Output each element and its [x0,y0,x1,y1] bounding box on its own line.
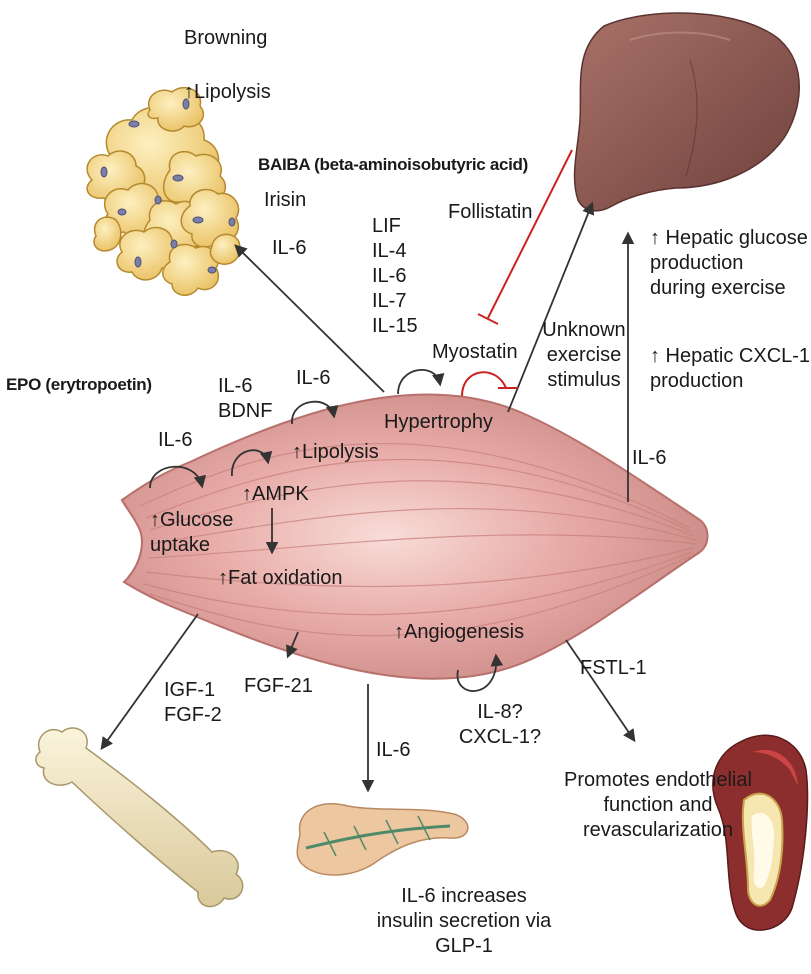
adipose-tissue-illustration [87,88,240,296]
label-follistatin: Follistatin [448,200,532,225]
curved-arrow-cytokines-hypertrophy [398,370,440,394]
pancreas-illustration [297,804,468,875]
label-hepatic-glucose: ↑ Hepatic glucose production during exer… [650,226,808,301]
label-fstl1: FSTL-1 [580,656,647,681]
label-ampk: ↑AMPK [242,482,309,507]
bone-illustration [36,728,243,907]
label-endothelial-function: Promotes endothelial function and revasc… [554,768,762,843]
label-glucose-uptake: ↑Glucose uptake [150,508,233,558]
label-cytokines: LIF IL-4 IL-6 IL-7 IL-15 [372,214,418,339]
follistatin-inhibit-bar [478,314,498,324]
label-il6-adipose: IL-6 [272,236,306,261]
label-epo: EPO (erytropoetin) [6,374,152,395]
label-il6-pancreas: IL-6 [376,738,410,763]
label-fat-oxidation: ↑Fat oxidation [218,566,343,591]
label-fgf21: FGF-21 [244,674,313,699]
label-myostatin: Myostatin [432,340,518,365]
label-il6-lipolysis: IL-6 [296,366,330,391]
label-il6-glucose: IL-6 [158,428,192,453]
label-angiogenesis: ↑Angiogenesis [394,620,524,645]
label-hepatic-cxcl1: ↑ Hepatic CXCL-1 production [650,344,810,394]
label-igf1-fgf2: IGF-1 FGF-2 [164,678,222,728]
liver-illustration [575,13,800,211]
label-baiba: BAIBA (beta-aminoisobutyric acid) [258,154,528,175]
label-unknown-exercise-stimulus: Unknown exercise stimulus [528,318,640,393]
label-insulin-secretion: IL-6 increases insulin secretion via GLP… [370,884,558,959]
label-irisin: Irisin [264,188,306,213]
label-lipolysis-muscle: ↑Lipolysis [292,440,379,465]
label-il6-liver: IL-6 [632,446,666,471]
label-il8-cxcl1: IL-8? CXCL-1? [454,700,546,750]
label-lipolysis-adipose: ↑Lipolysis [184,80,271,105]
label-il6-bdnf: IL-6 BDNF [218,374,272,424]
arrow-muscle-to-vessel [566,640,634,740]
myostatin-inhibit-curve [462,372,506,396]
label-browning: Browning [184,26,267,51]
label-hypertrophy: Hypertrophy [384,410,493,435]
